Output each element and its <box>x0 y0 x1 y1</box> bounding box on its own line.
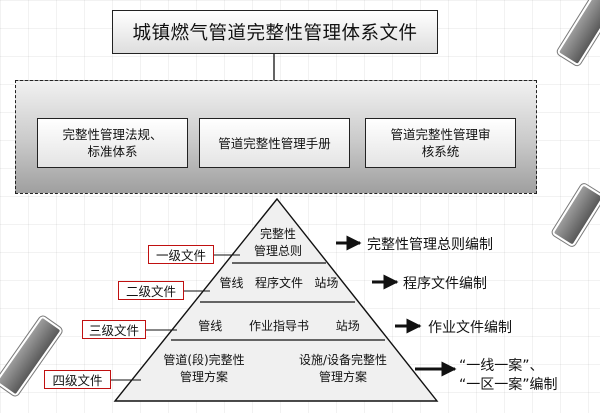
level-label-text: 四级文件 <box>52 373 103 388</box>
system-title-box: 城镇燃气管道完整性管理体系文件 <box>112 10 438 54</box>
level-label-4: 四级文件 <box>44 370 111 389</box>
tier-3-content: 管线 作业指导书 站场 <box>198 319 360 333</box>
sub-document-label: 管道完整性管理审 核系统 <box>390 127 491 159</box>
sub-document-label: 管道完整性管理手册 <box>218 135 331 151</box>
tier-1-content: 完整性 管理总则 <box>253 227 302 258</box>
output-text-level-3: 作业文件编制 <box>428 320 512 336</box>
tier-2-content: 管线 程序文件 站场 <box>219 276 339 290</box>
level-label-text: 一级文件 <box>155 248 206 263</box>
sub-document-label: 完整性管理法规、 标准体系 <box>62 127 163 159</box>
output-text-level-1: 完整性管理总则编制 <box>367 237 493 253</box>
output-text-level-4-line1: “一线一案”、 <box>459 358 544 374</box>
sub-document-box-manual: 管道完整性管理手册 <box>199 118 350 168</box>
output-text-level-2: 程序文件编制 <box>403 276 487 292</box>
output-text-level-4-line2: “一区一案”编制 <box>459 377 558 393</box>
sub-document-box-audit: 管道完整性管理审 核系统 <box>365 118 516 168</box>
level-label-2: 二级文件 <box>118 281 184 300</box>
pyramid <box>113 197 439 402</box>
level-label-1: 一级文件 <box>148 245 214 264</box>
tier-4-content-pipeline: 管道(段)完整性 管理方案 <box>163 353 245 384</box>
system-title: 城镇燃气管道完整性管理体系文件 <box>132 23 418 44</box>
sub-document-box-standards: 完整性管理法规、 标准体系 <box>37 118 188 168</box>
level-label-text: 二级文件 <box>125 284 176 299</box>
level-label-text: 三级文件 <box>88 323 139 338</box>
tier-4-content-facility: 设施/设备完整性 管理方案 <box>298 353 388 384</box>
level-label-3: 三级文件 <box>82 320 146 339</box>
